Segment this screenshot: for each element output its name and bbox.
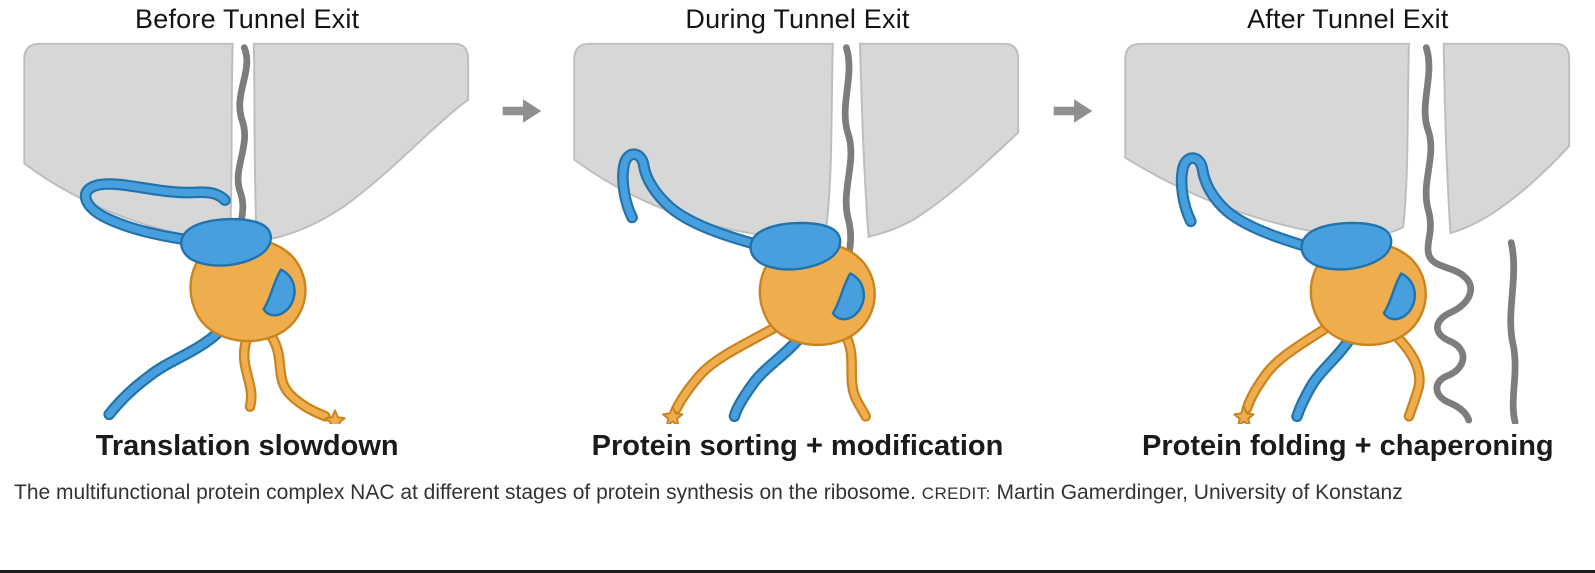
caption-credit-label: CREDIT: <box>921 484 991 503</box>
nac-complex-body <box>749 221 877 347</box>
ribosome-large-subunit <box>1123 42 1570 238</box>
panel-during-tunnel-exit: During Tunnel Exit <box>550 0 1044 468</box>
panel-title: Before Tunnel Exit <box>135 3 360 34</box>
panel-caption-label: Protein folding + chaperoning <box>1141 429 1554 462</box>
after-exit-illustration <box>1123 42 1570 424</box>
nac-blue-tails <box>79 178 231 421</box>
ribosome-large-subunit <box>573 42 1020 238</box>
panel-title: During Tunnel Exit <box>685 3 910 34</box>
panel-caption-label: Protein sorting + modification <box>591 429 1004 462</box>
panel-before-tunnel-exit: Before Tunnel Exit <box>0 0 494 468</box>
nascent-chain <box>234 44 251 239</box>
panel-after-tunnel-exit: After Tunnel Exit <box>1101 0 1595 468</box>
arrow-col <box>1045 96 1101 126</box>
nascent-chain-folding <box>1421 44 1519 424</box>
panels-row: Before Tunnel Exit <box>0 0 1595 468</box>
during-exit-illustration <box>573 42 1020 424</box>
arrow-col <box>494 96 550 126</box>
nac-orange-tails <box>1241 324 1425 422</box>
nac-orange-tails <box>671 322 872 422</box>
caption-text: The multifunctional protein complex NAC … <box>14 481 916 504</box>
panel-caption-label: Translation slowdown <box>95 429 399 462</box>
arrow-right-icon <box>1053 99 1092 123</box>
panel-title: After Tunnel Exit <box>1247 3 1449 34</box>
orange-star-terminus <box>1232 405 1255 424</box>
arrow-right-icon <box>503 99 542 123</box>
caption-credit: Martin Gamerdinger, University of Konsta… <box>996 481 1403 504</box>
nac-blue-tails <box>1175 152 1357 423</box>
orange-star-terminus <box>324 409 346 424</box>
nac-complex-body <box>1300 221 1427 347</box>
bottom-divider <box>0 570 1595 573</box>
before-exit-illustration <box>23 42 470 424</box>
nac-complex-body <box>180 217 307 343</box>
figure-caption: The multifunctional protein complex NAC … <box>0 468 1588 508</box>
nac-orange-tails <box>238 327 331 422</box>
orange-star-terminus <box>662 405 684 424</box>
nac-blue-tails <box>617 148 809 423</box>
